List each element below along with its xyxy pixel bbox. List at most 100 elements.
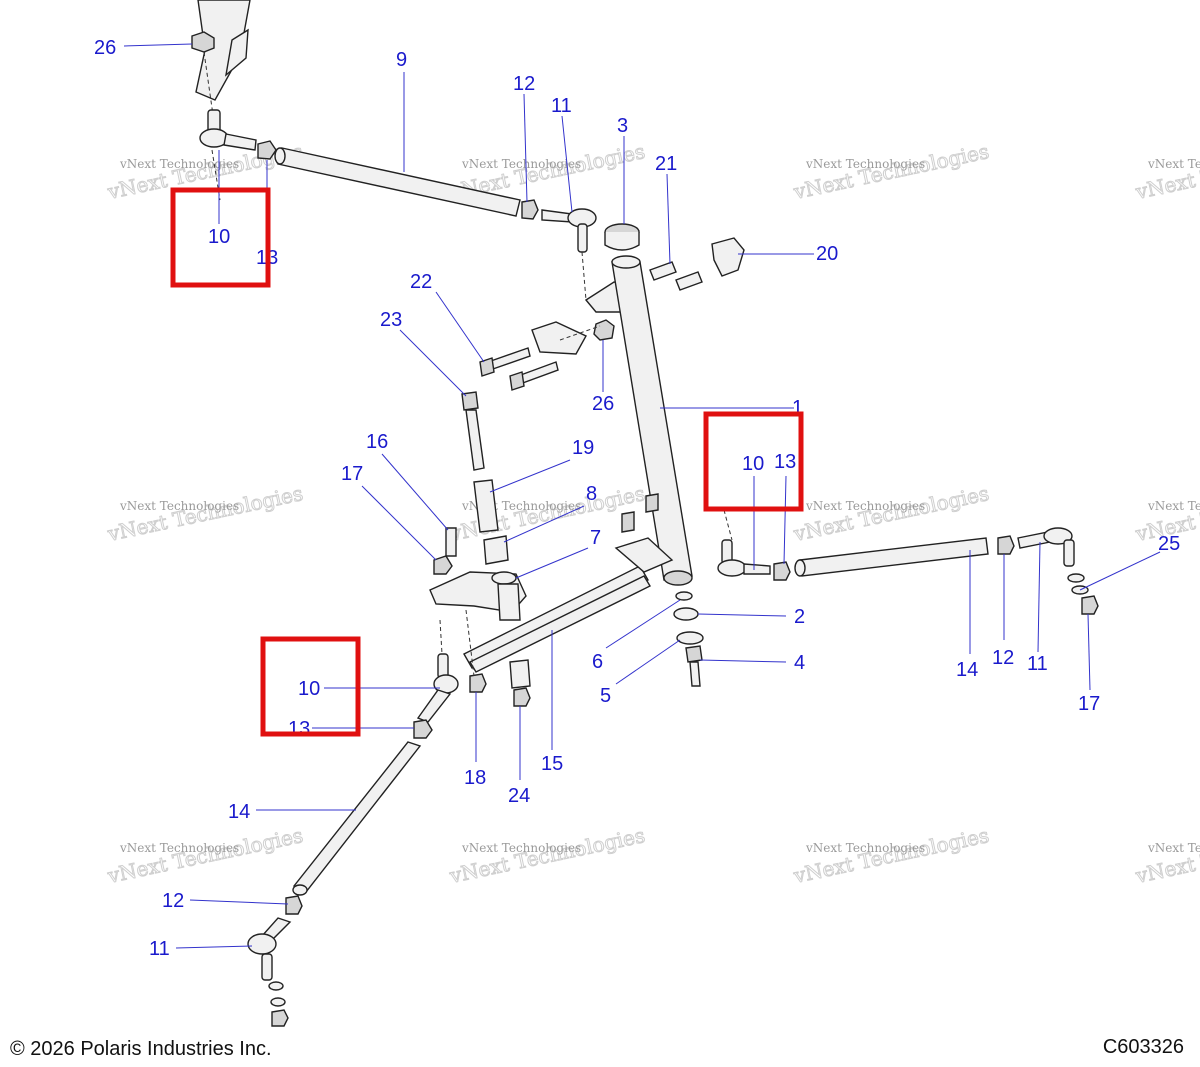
watermark-small-text: vNext Technologies <box>119 499 239 513</box>
bolt-22-head-b <box>509 371 525 391</box>
callout-12-upper: 12 <box>513 73 535 95</box>
callout-6: 6 <box>592 651 603 673</box>
callout-22: 22 <box>410 271 432 293</box>
leader-11-right <box>1037 541 1041 653</box>
highlight-box-right <box>703 411 804 512</box>
leader-19 <box>489 459 571 493</box>
highlight-boxes <box>170 187 804 737</box>
frame-bracket-tab <box>224 28 249 77</box>
callout-8: 8 <box>586 483 597 505</box>
tie-rod-end-11-shaft <box>541 209 573 223</box>
callout-14-lower: 14 <box>228 801 250 823</box>
clamp-22 <box>531 321 587 355</box>
tie-rod-end-11-lower-stud <box>261 953 273 981</box>
leader-11 <box>561 115 573 213</box>
leader-21 <box>666 173 671 265</box>
leader-25 <box>1079 551 1161 591</box>
leader-8 <box>503 505 585 543</box>
callout-26-middle: 26 <box>592 393 614 415</box>
tie-rod-end-11-stud <box>577 223 588 253</box>
callout-18: 18 <box>464 767 486 789</box>
washer-25-right <box>1067 573 1085 583</box>
tube-14-lower-end <box>292 884 308 896</box>
nut-24 <box>513 687 531 707</box>
jam-nut-13-upper <box>257 140 277 160</box>
washer-6 <box>675 591 693 601</box>
bolt-23-head <box>461 391 479 411</box>
dash-line <box>559 325 601 341</box>
callout-17-right: 17 <box>1078 693 1100 715</box>
highlight-box-lower-left <box>260 636 361 737</box>
column-top <box>611 255 641 269</box>
callout-23: 23 <box>380 309 402 331</box>
callout-10-lower: 10 <box>298 678 320 700</box>
watermark-large-text: vNext Technologies <box>791 823 991 888</box>
watermark-large-text: vNext Technologies <box>791 481 991 546</box>
bolt-upper-small <box>621 511 635 533</box>
nut-upper-small <box>645 493 659 513</box>
leader-16 <box>381 453 449 531</box>
leader-26 <box>123 43 193 47</box>
tie-rod-end-right-shaft <box>743 563 771 575</box>
callout-26-top: 26 <box>94 37 116 59</box>
column-lower-bracket <box>614 537 674 573</box>
watermark-small-text: vNext Technologies <box>805 499 925 513</box>
tie-rod-tube-14-lower <box>292 741 422 893</box>
leader-lines <box>123 43 1161 949</box>
callout-5: 5 <box>600 685 611 707</box>
watermark-small-text: vNext Technologies <box>805 157 925 171</box>
watermark-large-text: vNext Technologies <box>791 139 991 204</box>
nut-26-middle <box>593 319 615 341</box>
callout-9: 9 <box>396 49 407 71</box>
callout-12-lower: 12 <box>162 890 184 912</box>
callout-24: 24 <box>508 785 530 807</box>
bushing-21-b <box>675 271 703 291</box>
drag-link-15-lower <box>469 575 651 673</box>
callout-3: 3 <box>617 115 628 137</box>
watermark-small-text: vNext Technologies <box>1147 841 1200 855</box>
watermark-large-text: vNext Technologies <box>1133 823 1200 888</box>
watermark-large-text: vNext Technologies <box>105 481 305 546</box>
pitman-arm-sleeve <box>497 583 521 621</box>
watermark-large-text: vNext Technologies <box>1133 139 1200 204</box>
bolt-22-b <box>517 361 559 385</box>
watermark-small-text: vNext Technologies <box>461 157 581 171</box>
bushing-24 <box>509 659 531 689</box>
nut-17 <box>433 555 453 575</box>
callout-2: 2 <box>794 606 805 628</box>
washer-lower-2 <box>270 997 286 1007</box>
tube-9-end <box>274 147 286 165</box>
callout-13-right: 13 <box>774 451 796 473</box>
nut-18 <box>469 673 487 693</box>
column-bottom <box>663 570 693 586</box>
leader-13-right <box>783 475 787 565</box>
figure-id: C603326 <box>1102 1036 1184 1058</box>
snap-ring-5 <box>676 631 704 645</box>
bolt-22-head-a <box>479 357 495 377</box>
leader-12-lower <box>189 899 289 905</box>
clamp-bracket-20 <box>711 237 745 277</box>
watermark-large-text: vNext Technologies <box>447 823 647 888</box>
nut-26-top <box>191 31 215 53</box>
dash-line <box>439 619 443 655</box>
callout-12-right: 12 <box>992 647 1014 669</box>
leader-17-right <box>1087 613 1091 691</box>
bolt-16 <box>445 527 457 557</box>
dash-line <box>465 609 475 677</box>
tie-rod-end-right-ball <box>717 559 747 577</box>
washer-lower-1 <box>268 981 284 991</box>
watermark-small-text: vNext Technologies <box>119 157 239 171</box>
bolt-4-head <box>685 645 703 663</box>
callout-14-right: 14 <box>956 659 978 681</box>
leader-12 <box>523 93 528 203</box>
callout-17: 17 <box>341 463 363 485</box>
nut-lower <box>271 1009 289 1027</box>
